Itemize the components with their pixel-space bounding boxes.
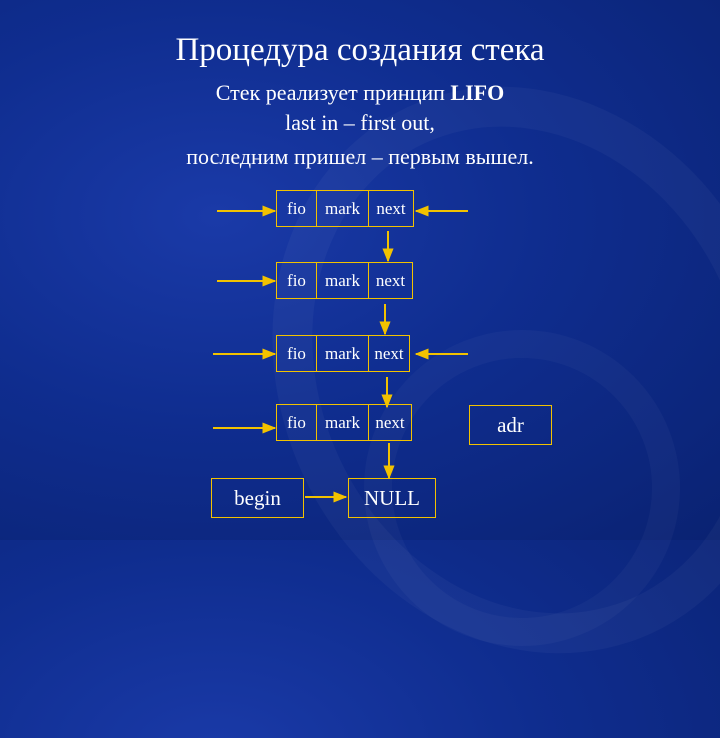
node-field-mark: mark bbox=[317, 405, 369, 440]
node-field-next: next bbox=[375, 412, 405, 432]
node-field-fio: fio bbox=[277, 191, 317, 226]
stack-node-3: fio mark next bbox=[276, 335, 410, 372]
begin-box: begin bbox=[211, 478, 304, 518]
adr-box: adr bbox=[469, 405, 552, 445]
lifo-term: LIFO bbox=[450, 80, 505, 105]
stack-node-4: fio mark next bbox=[276, 404, 412, 441]
subtitle-last-in-first-out: last in – first out, bbox=[285, 110, 435, 135]
node-field-next: next bbox=[374, 343, 404, 363]
node-field-mark: mark bbox=[317, 263, 369, 298]
null-box: NULL bbox=[348, 478, 436, 518]
node-field-next: next bbox=[375, 270, 406, 290]
node-field-next: next bbox=[376, 198, 406, 218]
node-field-fio: fio bbox=[277, 263, 317, 298]
subtitle-lifo: Стек реализует принцип LIFO bbox=[0, 78, 720, 108]
stack-node-1: fio mark next bbox=[276, 190, 414, 227]
stack-node-2: fio mark next bbox=[276, 262, 413, 299]
node-field-mark: mark bbox=[317, 336, 369, 371]
subtitle-lifo-text: Стек реализует принцип bbox=[215, 80, 451, 105]
node-field-fio: fio bbox=[277, 336, 317, 371]
subtitle-russian-explanation: последним пришел – первым вышел. bbox=[186, 144, 534, 169]
connector-arrows bbox=[213, 205, 468, 503]
node-field-fio: fio bbox=[277, 405, 317, 440]
slide-title: Процедура создания стека bbox=[175, 32, 545, 68]
node-field-mark: mark bbox=[317, 191, 369, 226]
